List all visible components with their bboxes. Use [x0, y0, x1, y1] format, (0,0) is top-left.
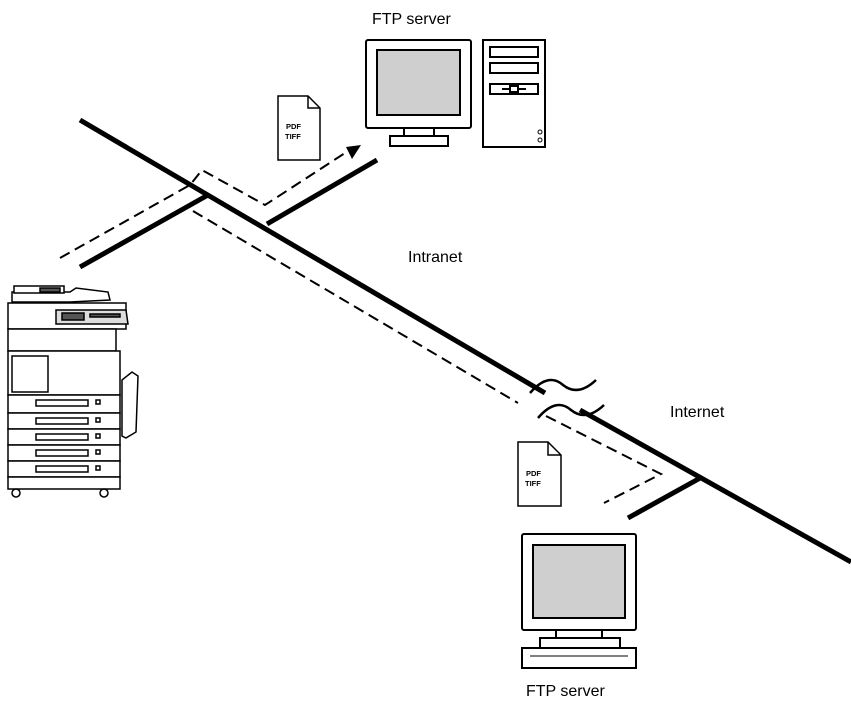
copier-branch-line [78, 192, 210, 270]
network-break-squiggle [537, 403, 605, 419]
copier [7, 285, 139, 498]
document-type-label: PDF [286, 122, 301, 131]
document-type-label: TIFF [285, 132, 301, 141]
document-type-label: TIFF [525, 479, 541, 488]
data-path-to-bottom-ftp [192, 210, 519, 404]
ftp-server-top-label: FTP server [372, 11, 452, 28]
copier-feeder [11, 287, 111, 303]
copier-side-tray [121, 371, 139, 439]
data-path-to-top-ftp [59, 152, 346, 259]
ftp-server-bottom-label: FTP server [526, 683, 606, 700]
ftp-bottom-branch-line [626, 474, 704, 521]
network-lines [78, 117, 851, 565]
internet-label: Internet [670, 404, 725, 421]
document-type-label: PDF [526, 469, 541, 478]
arrow-head-icon [346, 145, 361, 159]
intranet-label: Intranet [408, 249, 463, 266]
copier-paper-drawers [7, 394, 121, 478]
document-icon [517, 441, 562, 507]
ftp-top-branch-line [265, 157, 379, 227]
ftp-server-bottom [521, 533, 637, 669]
document-top: PDF TIFF [277, 95, 321, 161]
data-paths [59, 152, 664, 504]
network-break-squiggle [529, 378, 597, 394]
internet-backbone [578, 407, 851, 565]
ftp-server-top [365, 39, 546, 148]
intranet-backbone [78, 117, 547, 396]
keyboard-icon [521, 647, 637, 669]
data-path-to-bottom-ftp [545, 415, 664, 504]
document-bottom: PDF TIFF [517, 441, 562, 507]
document-icon [277, 95, 321, 161]
